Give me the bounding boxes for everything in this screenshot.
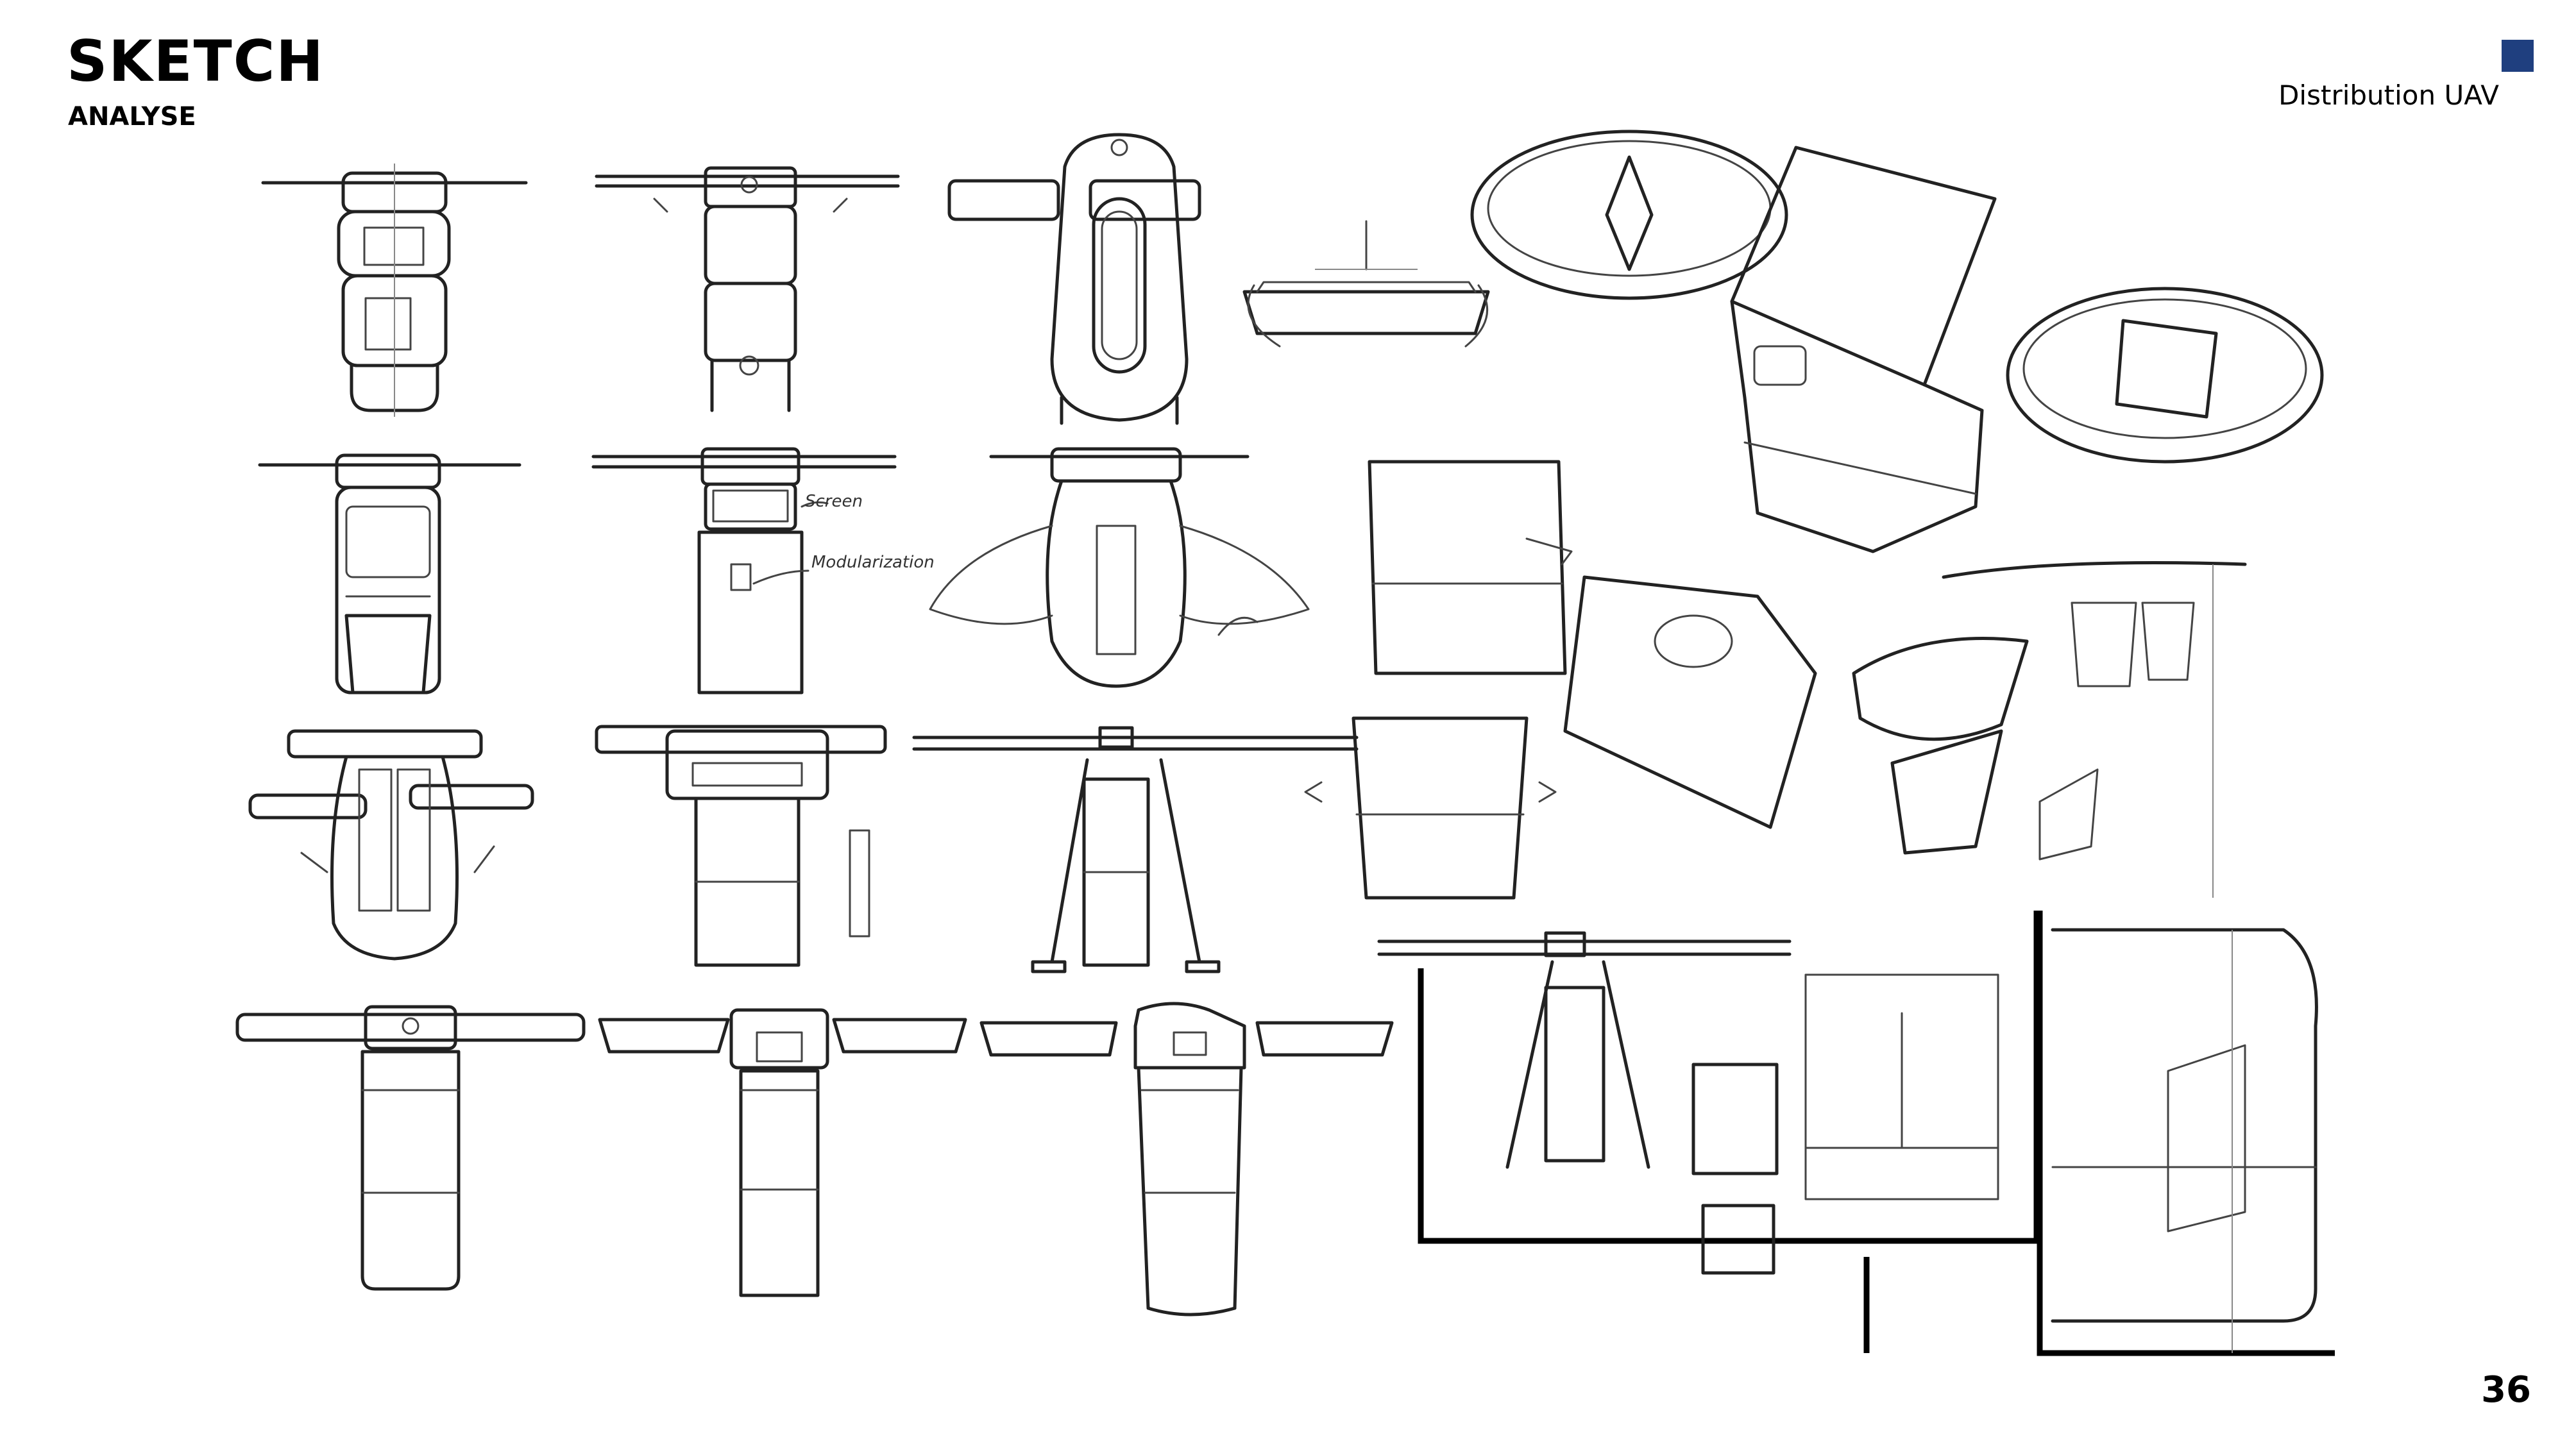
sketch-drone-top-2: [598, 1008, 967, 1297]
project-title: Distribution UAV: [2278, 80, 2499, 111]
sketch-drone-display: [595, 725, 887, 967]
sketch-cabinet-interior: [1852, 561, 2247, 898]
sketch-drone-legs: [912, 726, 1359, 973]
sketch-drone-top-1: [235, 1005, 586, 1291]
sketch-module-boxes: [1304, 460, 1817, 900]
sketch-drone-modular-1: [258, 453, 521, 694]
sketch-drone-modular-2: Screen Modularization: [591, 447, 935, 694]
note-screen: Screen: [805, 492, 863, 511]
note-modularization: Modularization: [811, 553, 935, 572]
sketch-uav-perspective: [1470, 130, 2324, 553]
page-number: 36: [2481, 1369, 2531, 1411]
sketch-drone-capsule: [947, 133, 1201, 425]
sketch-drone-top-3: [979, 1002, 1394, 1317]
sketch-installation-frame: [1377, 911, 2040, 1353]
sketch-drone-front-1: [261, 164, 528, 417]
sketch-drone-arms-folded: [248, 729, 534, 961]
brand-square: [2502, 40, 2534, 72]
sketch-drone-wings-open: [929, 447, 1310, 688]
sketch-cabinet-closeup: [2037, 911, 2335, 1356]
sketch-drone-front-2: [595, 166, 900, 412]
sketch-tray: [1242, 220, 1490, 348]
page-subtitle: ANALYSE: [68, 102, 196, 131]
page-title: SKETCH: [67, 28, 325, 94]
